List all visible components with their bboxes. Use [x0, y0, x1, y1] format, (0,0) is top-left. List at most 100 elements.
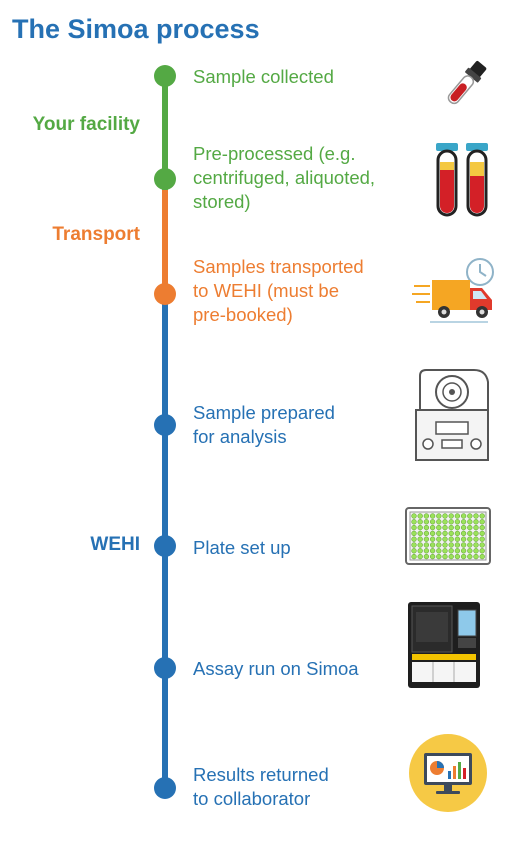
plate-well — [454, 519, 461, 525]
step-dot-5 — [154, 535, 176, 557]
step-text-line: Sample collected — [193, 66, 334, 87]
plate-well — [460, 536, 467, 542]
plate-well — [411, 548, 417, 554]
simoa-instrument-icon — [408, 602, 480, 688]
plate-well — [429, 524, 436, 531]
plate-well — [429, 548, 436, 554]
plate-well — [442, 513, 448, 519]
plate-well — [436, 548, 442, 554]
plate-well — [423, 524, 430, 531]
plate-well — [423, 513, 430, 519]
page-title: The Simoa process — [12, 14, 260, 44]
plate-well — [417, 519, 423, 525]
plate-well — [411, 519, 417, 525]
plate-well — [473, 536, 479, 542]
plate-well — [473, 524, 479, 531]
plate-well — [448, 542, 454, 548]
plate-well — [479, 513, 485, 519]
plate-well — [417, 548, 423, 554]
timeline-segment-facility — [162, 76, 168, 194]
blood-tube-icon — [447, 61, 487, 105]
plate-well — [417, 524, 423, 531]
timeline-segment-transport — [162, 190, 168, 294]
plate-well — [411, 542, 417, 548]
plate-well — [442, 524, 448, 531]
step-text-line: Assay run on Simoa — [193, 658, 359, 679]
plate-well — [423, 519, 430, 525]
step-dot-4 — [154, 414, 176, 436]
plate-well — [411, 530, 417, 537]
plate-well — [429, 519, 436, 525]
step-sample-prepared: Sample prepared for analysis — [193, 401, 403, 449]
results-monitor-icon — [409, 734, 487, 812]
plate-well — [454, 536, 461, 542]
plate-well — [479, 530, 485, 537]
plate-well — [429, 530, 436, 537]
plate-well — [460, 524, 467, 531]
plate-well — [473, 530, 479, 537]
plate-well — [454, 548, 461, 554]
step-text-line: for analysis — [193, 426, 287, 447]
plate-well — [436, 513, 442, 519]
plate-well — [423, 553, 430, 560]
plate-well — [454, 553, 461, 560]
phase-label-facility: Your facility — [32, 114, 140, 135]
plate-well — [479, 542, 485, 548]
step-plate-setup: Plate set up — [193, 536, 403, 560]
step-text-line: to WEHI (must be — [193, 280, 339, 301]
plate-well — [473, 548, 479, 554]
step-dot-2 — [154, 168, 176, 190]
plate-well — [442, 553, 448, 560]
plate-well — [436, 530, 442, 537]
step-results-returned: Results returned to collaborator — [193, 763, 403, 811]
plate-well — [454, 530, 461, 537]
plate-well — [467, 530, 473, 537]
plate-well — [411, 553, 417, 560]
plate-well — [467, 524, 473, 531]
plate-well — [448, 553, 454, 560]
phase-label-wehi: WEHI — [90, 534, 140, 555]
plate-well — [436, 553, 442, 560]
plate-well — [473, 519, 479, 525]
plate-well — [411, 536, 417, 542]
step-dot-6 — [154, 657, 176, 679]
plate-well — [473, 553, 479, 560]
plate-well — [467, 553, 473, 560]
plate-well — [417, 513, 423, 519]
plate-well — [460, 553, 467, 560]
plate-well — [417, 542, 423, 548]
step-text-line: Samples transported — [193, 256, 364, 277]
plate-well — [442, 530, 448, 537]
plate-well — [473, 542, 479, 548]
phase-label-transport: Transport — [52, 224, 140, 245]
plate-well — [411, 524, 417, 531]
delivery-truck-icon — [412, 258, 494, 323]
step-text-line: pre-booked) — [193, 304, 293, 325]
plate-well — [460, 519, 467, 525]
plate-well — [467, 513, 473, 519]
step-dot-7 — [154, 777, 176, 799]
plate-well — [448, 548, 454, 554]
plate-well — [479, 548, 485, 554]
step-dot-3 — [154, 283, 176, 305]
plate-well — [417, 530, 423, 537]
step-transported: Samples transported to WEHI (must be pre… — [193, 255, 403, 327]
plate-well — [411, 513, 417, 519]
plate-well — [473, 513, 479, 519]
plate-well — [429, 542, 436, 548]
step-assay-run: Assay run on Simoa — [193, 657, 403, 681]
plate-well — [429, 513, 436, 519]
step-pre-processed: Pre-processed (e.g. centrifuged, aliquot… — [193, 142, 403, 214]
step-text-line: Sample prepared — [193, 402, 335, 423]
plate-well — [436, 519, 442, 525]
plate-well — [467, 548, 473, 554]
plate-well — [460, 513, 467, 519]
plate-well — [436, 542, 442, 548]
step-text-line: to collaborator — [193, 788, 311, 809]
plate-well — [460, 530, 467, 537]
step-text-line: Results returned — [193, 764, 329, 785]
plate-well — [479, 536, 485, 542]
plate-well — [454, 524, 461, 531]
plate-well — [448, 519, 454, 525]
plate-well — [448, 536, 454, 542]
